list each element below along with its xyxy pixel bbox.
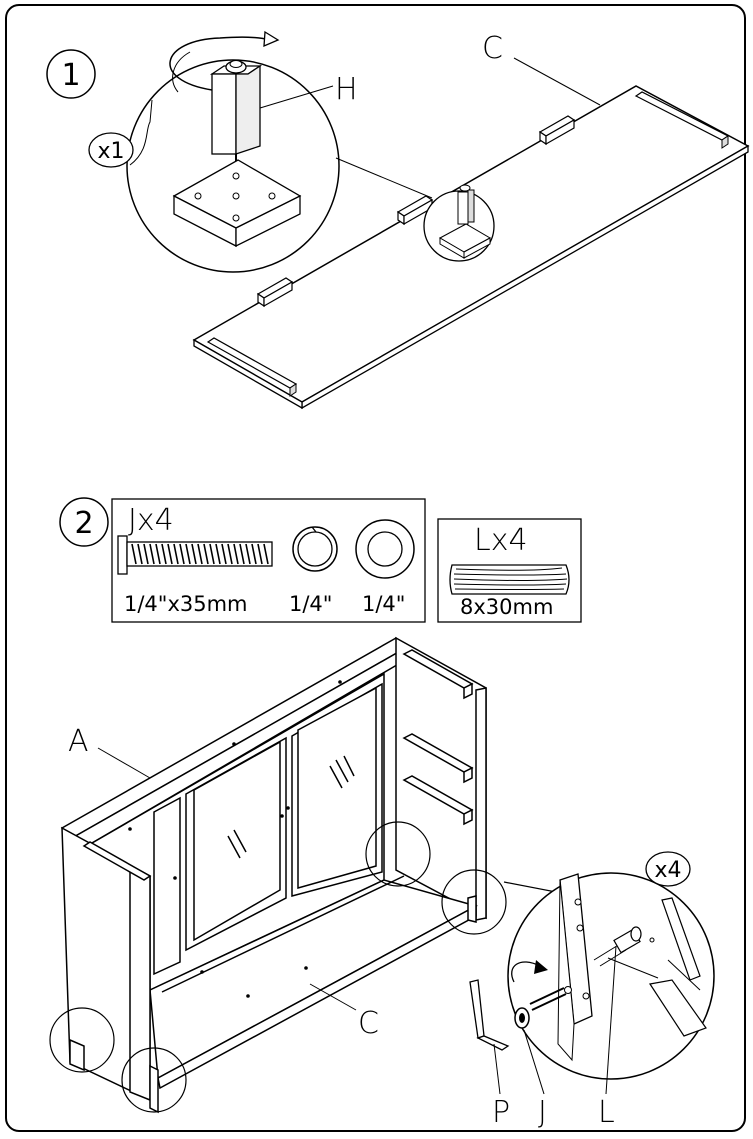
tool-label-j: J — [538, 1095, 547, 1130]
part-label-c-step2: C — [358, 1006, 379, 1041]
zoom-markers — [49, 821, 557, 1113]
dowel-size: 8x30mm — [460, 595, 553, 619]
flat-washer-size: 1/4" — [362, 592, 405, 616]
dowel-box — [437, 518, 582, 623]
connection-zoom-detail — [469, 872, 715, 1095]
lock-washer-size: 1/4" — [289, 592, 332, 616]
tool-label-l: L — [598, 1095, 615, 1130]
multiplier-bubble-x4 — [645, 851, 691, 887]
leader-a — [97, 747, 151, 779]
bolt-size: 1/4"x35mm — [124, 592, 248, 616]
step-2-number: 2 — [74, 506, 93, 541]
multiplier-bubble — [88, 132, 134, 168]
step-1-badge — [46, 49, 96, 99]
panel-c-step1 — [192, 57, 750, 410]
step-2-multiplier: x4 — [654, 858, 681, 883]
part-label-c-step1: C — [482, 31, 503, 66]
step-2-badge — [59, 497, 109, 547]
leader-c — [309, 983, 357, 1011]
part-label-a: A — [68, 724, 89, 759]
step-1-multiplier: x1 — [97, 139, 124, 164]
step-1-number: 1 — [61, 58, 80, 93]
cabinet-assembly — [60, 636, 487, 1114]
foot-zoom-detail — [126, 30, 340, 273]
hardware-box — [111, 498, 426, 623]
dowel-part-label: Lx4 — [474, 523, 528, 558]
step-1: 1 — [46, 30, 750, 410]
hardware-part-label: Jx4 — [128, 503, 174, 538]
part-label-h: H — [335, 72, 358, 107]
instruction-page-frame — [5, 4, 746, 1132]
tool-label-p: P — [492, 1095, 510, 1130]
step-2: 2 — [49, 497, 715, 1130]
cabinet-detail-marks — [128, 680, 342, 998]
